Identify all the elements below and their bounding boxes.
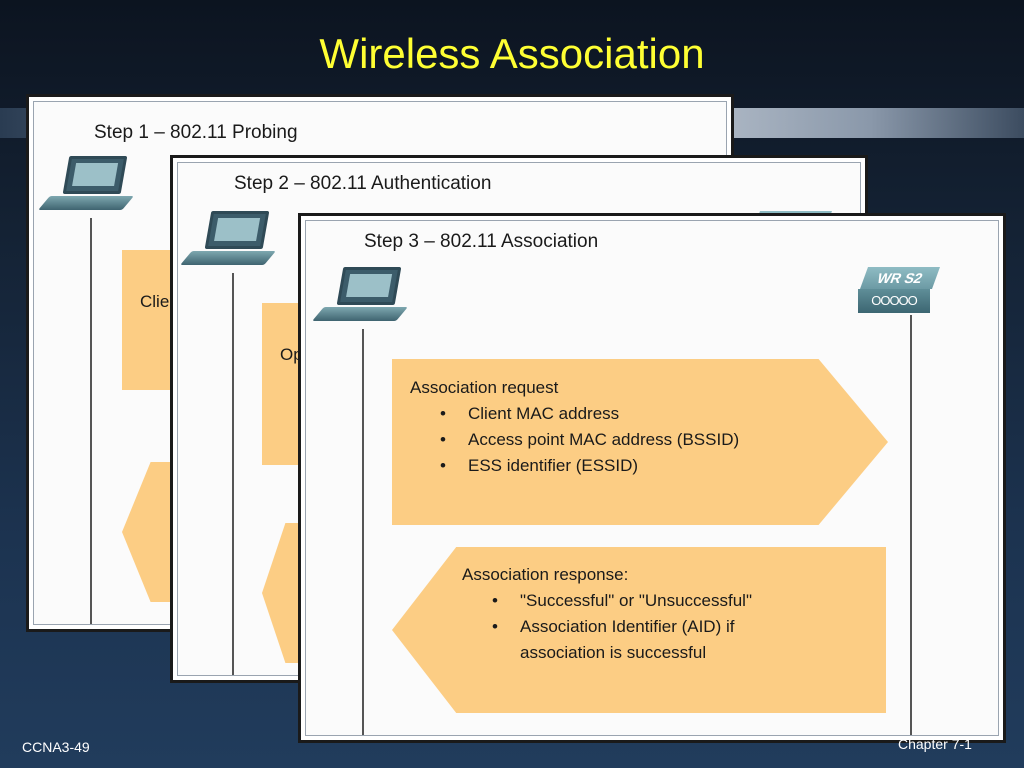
laptop-icon	[312, 267, 408, 329]
client-timeline	[232, 273, 234, 675]
client-timeline	[362, 329, 364, 735]
step3-panel: Step 3 – 802.11 Association WR S2 OOOOO …	[298, 213, 1006, 743]
request-item: Access point MAC address (BSSID)	[410, 427, 739, 453]
device-ports: OOOOO	[858, 289, 930, 313]
step2-title: Step 2 – 802.11 Authentication	[234, 173, 492, 194]
response-item-continuation: association is successful	[520, 643, 707, 662]
association-request-text: Association request Client MAC address A…	[410, 375, 739, 479]
step1-title: Step 1 – 802.11 Probing	[94, 122, 298, 143]
step3-title: Step 3 – 802.11 Association	[364, 231, 599, 252]
client-timeline	[90, 218, 92, 624]
ap-timeline	[910, 315, 912, 735]
response-heading: Association response:	[462, 565, 629, 584]
laptop-icon	[38, 156, 134, 218]
response-item: Association Identifier (AID) if	[462, 614, 752, 640]
request-item: ESS identifier (ESSID)	[410, 453, 739, 479]
probe-text-fragment: Clie	[140, 292, 170, 311]
access-point-icon: WR S2 OOOOO	[858, 267, 941, 319]
association-response-text: Association response: "Successful" or "U…	[462, 562, 752, 666]
slide-number: CCNA3-49	[22, 739, 90, 755]
device-label: WR S2	[859, 267, 941, 289]
slide-title: Wireless Association	[319, 30, 705, 77]
laptop-icon	[180, 211, 276, 273]
request-item: Client MAC address	[410, 401, 739, 427]
auth-text-fragment: Op	[280, 345, 303, 364]
response-item: "Successful" or "Unsuccessful"	[462, 588, 752, 614]
request-heading: Association request	[410, 378, 559, 397]
chapter-label: Chapter 7-1	[898, 736, 972, 752]
